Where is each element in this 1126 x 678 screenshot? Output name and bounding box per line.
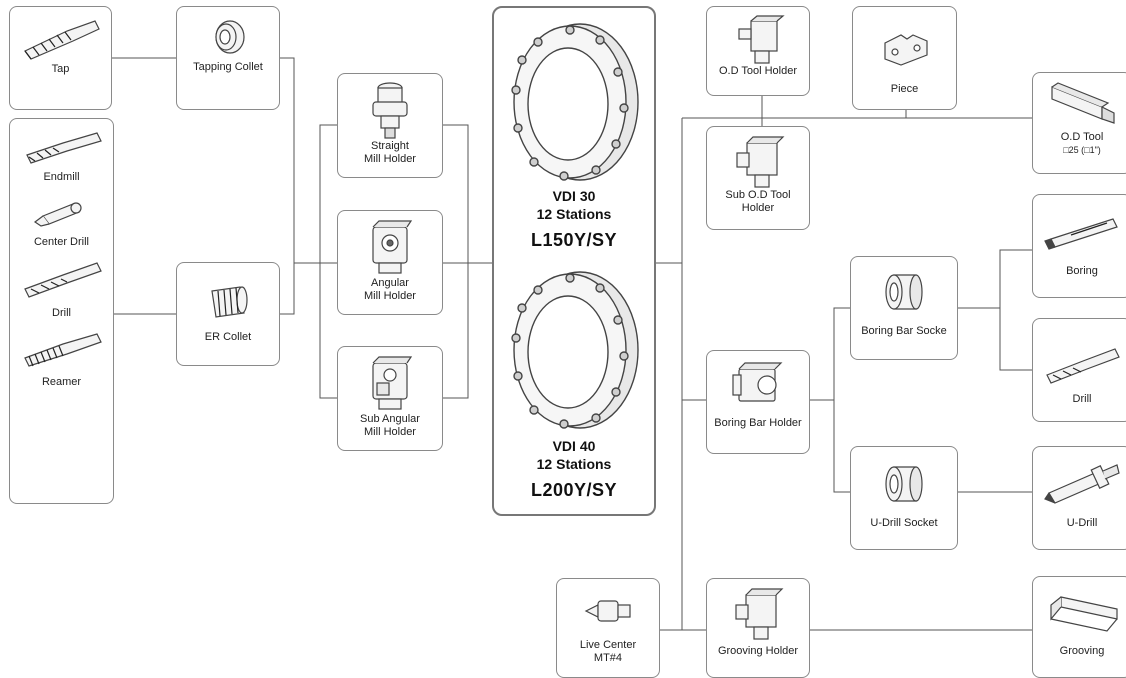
boring-icon <box>1044 218 1118 250</box>
er-collet-box[interactable]: ER Collet <box>176 262 280 366</box>
boring-bar-socket-label: Boring Bar Socke <box>861 325 947 337</box>
sub-od-tool-holder-box[interactable]: Sub O.D Tool Holder <box>706 126 810 230</box>
drill-left-label: Drill <box>52 307 71 319</box>
center-drill-label: Center Drill <box>33 236 89 248</box>
u-drill-socket-label: U-Drill Socket <box>870 517 938 529</box>
piece-label: Piece <box>890 83 919 95</box>
sub-od-tool-holder-label: Sub O.D Tool Holder <box>725 189 791 214</box>
drill-right-box[interactable]: Drill <box>1032 318 1126 422</box>
cutting-tools-box: Endmill Center Drill Drill Reamer <box>9 118 114 504</box>
live-center-icon <box>584 600 631 622</box>
straight-mill-holder-box[interactable]: Straight Mill Holder <box>337 73 443 178</box>
grooving-label: Grooving <box>1059 645 1105 657</box>
live-center-label: Live Center MT#4 <box>579 639 637 664</box>
od-tool-icon <box>1051 82 1115 124</box>
grooving-holder-label: Grooving Holder <box>717 645 799 657</box>
sub-od-tool-holder-icon <box>736 136 785 188</box>
u-drill-label: U-Drill <box>1066 517 1098 529</box>
grooving-icon <box>1050 596 1118 632</box>
sub-angular-mill-holder-icon <box>372 356 413 410</box>
live-center-box[interactable]: Live Center MT#4 <box>556 578 660 678</box>
u-drill-icon <box>1044 464 1120 504</box>
endmill-label: Endmill <box>43 171 80 183</box>
tapping-collet-label: Tapping Collet <box>193 61 263 73</box>
tap-label: Tap <box>51 63 70 75</box>
drill-right-label: Drill <box>1072 393 1092 405</box>
tapping-collet-icon <box>215 20 245 54</box>
boring-box[interactable]: Boring <box>1032 194 1126 298</box>
turret-top-icon <box>511 23 639 181</box>
boring-bar-holder-icon <box>732 362 783 402</box>
od-tool-holder-box[interactable]: O.D Tool Holder <box>706 6 810 96</box>
drill-right-icon <box>1046 348 1120 384</box>
straight-mill-holder-label: Straight Mill Holder <box>364 140 416 165</box>
turret-bottom-vdi: VDI 40 <box>552 438 596 454</box>
turret-top-stations: 12 Stations <box>536 206 612 222</box>
angular-mill-holder-icon <box>372 220 413 274</box>
turret-bottom-stations: 12 Stations <box>536 456 612 472</box>
grooving-holder-box[interactable]: Grooving Holder <box>706 578 810 678</box>
endmill-icon <box>25 132 102 164</box>
boring-bar-socket-icon <box>885 274 923 310</box>
drill-icon <box>23 262 102 298</box>
er-collet-label: ER Collet <box>204 331 252 343</box>
turret-top-model: L150Y/SY <box>530 230 618 250</box>
straight-mill-holder-icon <box>372 82 408 139</box>
turret-bottom-model: L200Y/SY <box>530 480 618 500</box>
boring-bar-holder-label: Boring Bar Holder <box>714 417 802 429</box>
reamer-label: Reamer <box>41 376 82 388</box>
sub-angular-mill-holder-box[interactable]: Sub Angular Mill Holder <box>337 346 443 451</box>
angular-mill-holder-box[interactable]: Angular Mill Holder <box>337 210 443 315</box>
er-collet-icon <box>211 286 248 318</box>
tap-icon <box>23 20 100 60</box>
grooving-box[interactable]: Grooving <box>1032 576 1126 678</box>
od-tool-label: O.D Tool <box>1060 131 1104 143</box>
piece-box[interactable]: Piece <box>852 6 957 110</box>
angular-mill-holder-label: Angular Mill Holder <box>364 277 416 302</box>
boring-label: Boring <box>1066 265 1098 277</box>
boring-bar-socket-box[interactable]: Boring Bar Socke <box>850 256 958 360</box>
grooving-holder-icon <box>735 588 784 640</box>
reamer-icon <box>23 333 102 367</box>
od-tool-box[interactable]: O.D Tool □25 (□1") <box>1032 72 1126 174</box>
od-tool-holder-label: O.D Tool Holder <box>718 65 798 77</box>
u-drill-box[interactable]: U-Drill <box>1032 446 1126 550</box>
turret-panel: VDI 30 12 Stations L150Y/SY VDI 40 12 St… <box>492 6 656 516</box>
center-drill-icon <box>33 202 82 227</box>
turret-bottom-icon <box>511 271 639 429</box>
boring-bar-holder-box[interactable]: Boring Bar Holder <box>706 350 810 454</box>
piece-icon <box>883 34 928 66</box>
od-tool-sublabel: □25 (□1") <box>1063 145 1101 155</box>
turret-top-vdi: VDI 30 <box>552 188 596 204</box>
u-drill-socket-box[interactable]: U-Drill Socket <box>850 446 958 550</box>
u-drill-socket-icon <box>885 466 923 502</box>
tapping-collet-box[interactable]: Tapping Collet <box>176 6 280 110</box>
od-tool-holder-icon <box>738 15 785 64</box>
tap-box[interactable]: Tap <box>9 6 112 110</box>
sub-angular-mill-holder-label: Sub Angular Mill Holder <box>360 413 420 438</box>
